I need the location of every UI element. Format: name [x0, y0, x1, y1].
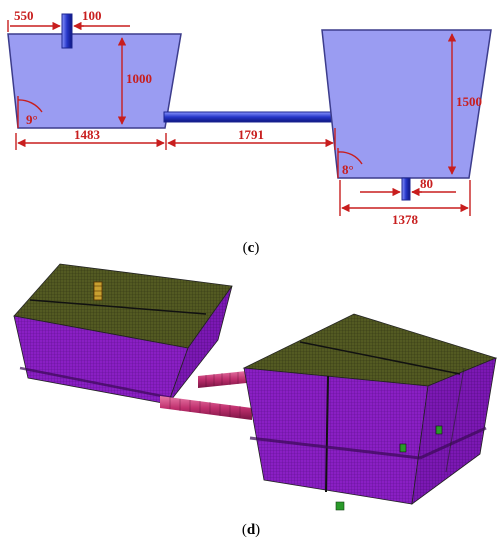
tank-schematic: 550 100 1000 9° 1483 1791 1500 8° 80 137… — [7, 8, 492, 227]
dim-outlet-diameter: 80 — [420, 176, 433, 191]
caption-c: (c) — [242, 240, 260, 256]
dim-left-tank-bottom: 1483 — [74, 127, 101, 142]
figure-c: 550 100 1000 9° 1483 1791 1500 8° 80 137… — [0, 0, 502, 256]
dim-left-tank-height: 1000 — [126, 71, 152, 86]
dim-right-wall-angle: 8° — [342, 162, 354, 177]
figure-d: (d) — [0, 258, 502, 550]
dim-pipe-length: 1791 — [238, 127, 264, 142]
dim-right-tank-bottom: 1378 — [392, 212, 419, 227]
upper-pipe — [198, 370, 256, 388]
left-tank-side — [167, 285, 233, 405]
dim-inlet-diameter: 100 — [82, 8, 102, 23]
dim-left-wall-angle: 9° — [26, 112, 38, 127]
left-tank — [7, 33, 182, 129]
lower-pipe — [160, 396, 252, 420]
inlet-pipe — [61, 13, 73, 49]
caption-d: (d) — [241, 522, 261, 538]
connecting-pipe — [163, 111, 333, 123]
outlet-mesh — [335, 501, 345, 511]
right-tank-side — [411, 357, 497, 505]
dim-inlet-offset: 550 — [14, 8, 34, 23]
outlet-pipe — [401, 177, 411, 201]
right-tank-front — [243, 367, 429, 505]
dim-right-tank-height: 1500 — [456, 94, 482, 109]
mesh-model — [13, 263, 498, 511]
